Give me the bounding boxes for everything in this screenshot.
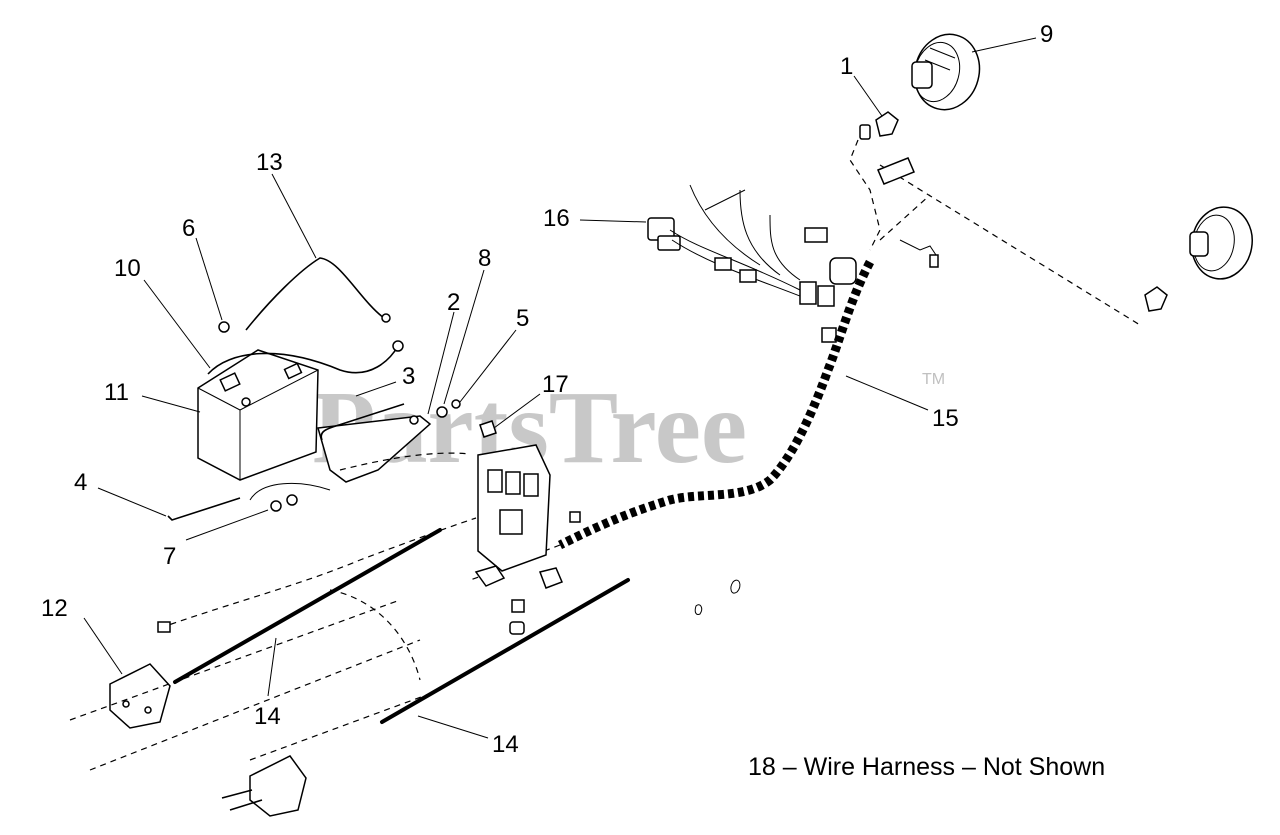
rod-4	[167, 497, 241, 521]
callout-1: 1	[840, 53, 853, 80]
hold-down-bracket	[317, 415, 432, 483]
callout-4: 4	[74, 469, 87, 496]
callout-12: 12	[41, 595, 68, 622]
rod-14-lower	[380, 578, 630, 724]
callout-9: 9	[1040, 21, 1053, 48]
callout-8: 8	[478, 245, 491, 272]
callout-7: 7	[163, 543, 176, 570]
callout-6: 6	[182, 215, 195, 242]
control-module	[474, 444, 581, 635]
headlight-upper	[911, 33, 981, 111]
callout-15: 15	[932, 405, 959, 432]
nut-5	[451, 399, 461, 409]
wire-bundle	[647, 184, 857, 343]
ground-cable	[245, 257, 385, 331]
callout-17: 17	[542, 371, 569, 398]
callout-13: 13	[256, 149, 283, 176]
hardware-7	[270, 500, 282, 512]
callout-3: 3	[402, 363, 415, 390]
callout-14b: 14	[492, 731, 519, 758]
callout-2: 2	[447, 289, 460, 316]
j-bolt	[320, 403, 405, 441]
note-text: 18 – Wire Harness – Not Shown	[748, 753, 1105, 781]
bolt-6	[218, 321, 230, 333]
callout-14a: 14	[254, 703, 281, 730]
battery	[197, 349, 319, 481]
headlight-lower	[1189, 206, 1253, 280]
leader-lines	[83, 37, 1037, 739]
battery-cable	[207, 345, 399, 375]
connector-17	[479, 420, 497, 438]
watermark-trademark: TM	[922, 371, 945, 388]
bulb-socket-lower	[1144, 286, 1168, 312]
bulb-socket-upper	[859, 111, 899, 140]
callout-10: 10	[114, 255, 141, 282]
callout-5: 5	[516, 305, 529, 332]
rod-14-upper	[173, 528, 442, 684]
callout-16: 16	[543, 205, 570, 232]
callout-11: 11	[104, 379, 129, 406]
main-harness	[557, 259, 874, 550]
washer-8	[436, 406, 448, 418]
rear-light-upper	[109, 663, 171, 729]
rear-light-lower	[221, 755, 307, 817]
